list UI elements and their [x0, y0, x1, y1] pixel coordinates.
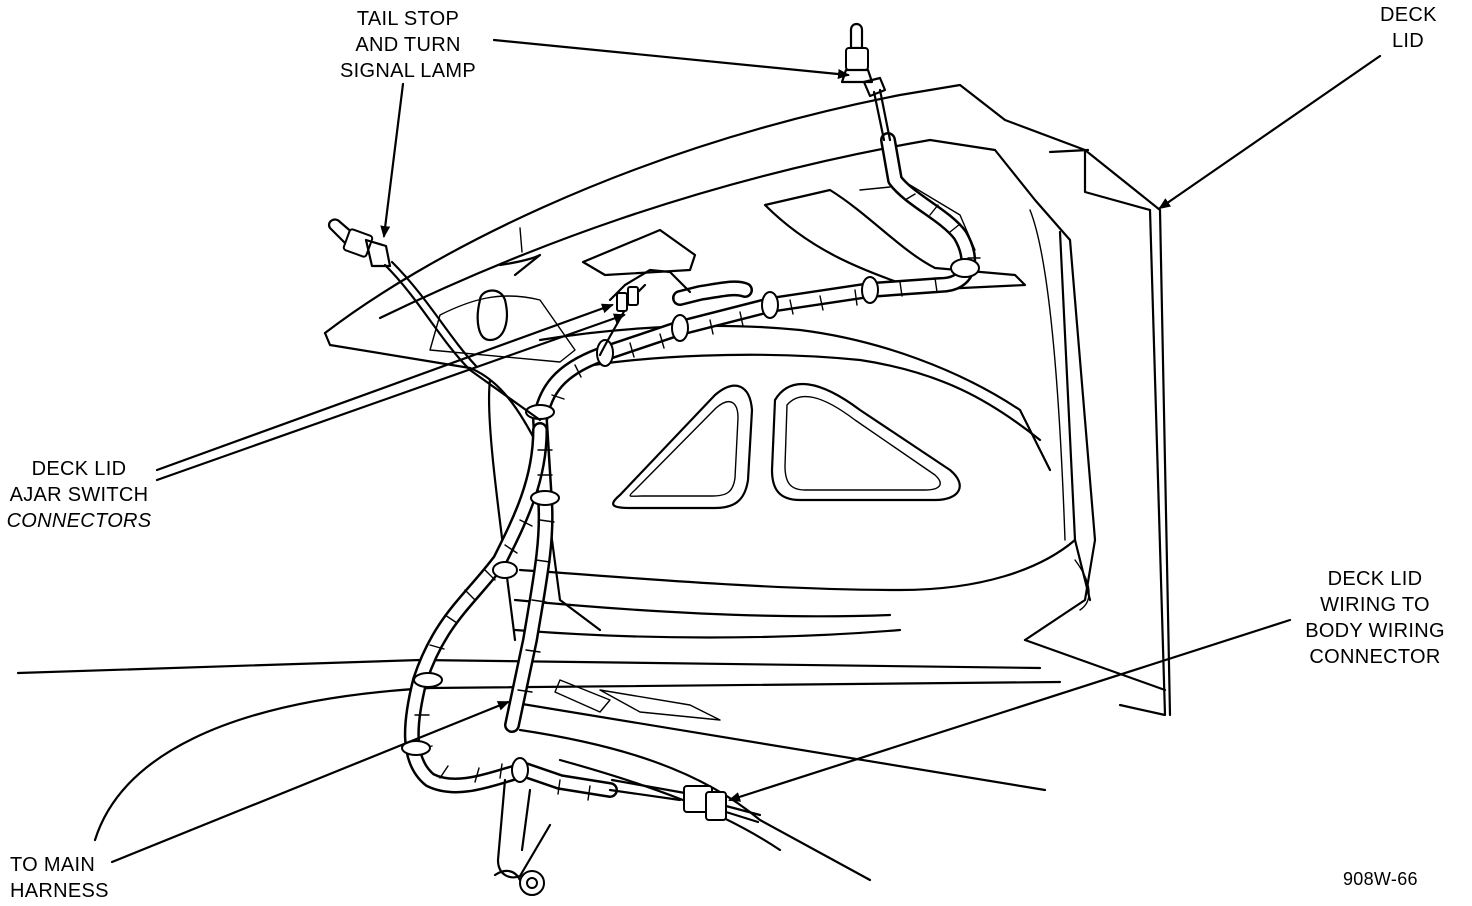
leader-lines: [110, 38, 1382, 864]
leader-tail-lamp-right: [492, 38, 850, 79]
body-wiring-connector: [683, 785, 762, 824]
label-line: TO MAIN: [10, 854, 96, 876]
tail-lamp-socket-left: [327, 218, 392, 268]
leader-deck-lid: [1158, 54, 1382, 210]
label-line: CONNECTOR: [1309, 646, 1441, 668]
label-deck-lid-ajar-switch-connectors: DECK LID AJAR SWITCH CONNECTORS: [4, 456, 154, 534]
label-to-main-harness: TO MAIN HARNESS: [10, 852, 120, 904]
label-line: DECK LID: [31, 458, 127, 480]
leader-main-harness: [110, 700, 510, 864]
label-line: TAIL STOP: [356, 8, 460, 30]
leader-body-connector: [728, 618, 1292, 802]
deck-lid-shell: [323, 83, 1172, 717]
label-line: DECK: [1380, 4, 1437, 26]
label-line: AND TURN: [355, 34, 461, 56]
label-line: LID: [1391, 30, 1425, 52]
label-line: AJAR SWITCH: [9, 484, 149, 506]
leader-tail-lamp-left: [380, 82, 405, 238]
label-line: HARNESS: [10, 880, 109, 902]
leader-ajar-switch-2: [155, 313, 626, 482]
label-line: SIGNAL LAMP: [340, 60, 476, 82]
label-deck-lid-wiring-to-body-connector: DECK LID WIRING TO BODY WIRING CONNECTOR: [1298, 566, 1452, 670]
label-line: CONNECTORS: [6, 510, 152, 532]
leader-ajar-switch-1: [155, 303, 614, 472]
label-line: DECK LID: [1327, 568, 1423, 590]
label-deck-lid: DECK LID: [1380, 2, 1436, 54]
tail-lamp-socket-right: [840, 22, 887, 98]
label-line: WIRING TO: [1320, 594, 1430, 616]
label-tail-stop-turn-signal-lamp: TAIL STOP AND TURN SIGNAL LAMP: [338, 6, 478, 84]
figure-id: 908W-66: [1343, 869, 1418, 889]
ajar-switch-connectors: [616, 286, 639, 312]
label-line: BODY WIRING: [1305, 620, 1445, 642]
wiring-harness: [383, 88, 981, 802]
deck-lid-hinge: [493, 778, 552, 896]
